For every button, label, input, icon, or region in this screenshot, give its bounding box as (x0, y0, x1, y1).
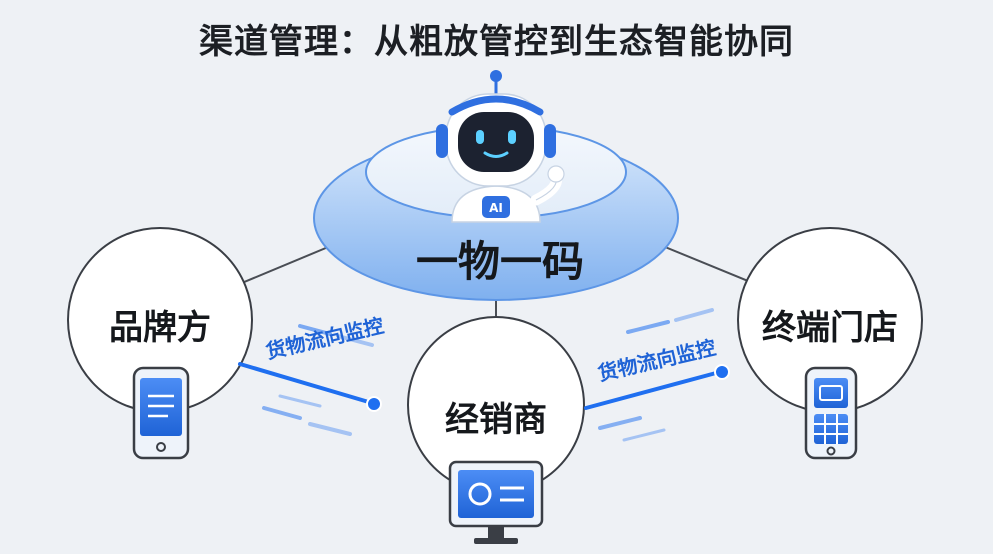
smartphone-icon (132, 366, 190, 460)
store-label: 终端门店 (762, 308, 898, 348)
pos-terminal-icon (804, 366, 858, 460)
connector-brand (224, 239, 346, 291)
page-title: 渠道管理：从粗放管控到生态智能协同 (199, 22, 794, 62)
brand-label: 品牌方 (109, 308, 211, 348)
flow-arrow-left (238, 324, 382, 436)
hub-label: 一物一码 (415, 237, 584, 286)
flow-arrow-right (584, 308, 730, 442)
distributor-label: 经销商 (445, 400, 547, 440)
ai-robot-icon (436, 70, 565, 223)
monitor-icon (448, 460, 544, 544)
robot-badge-text: AI (489, 201, 503, 215)
